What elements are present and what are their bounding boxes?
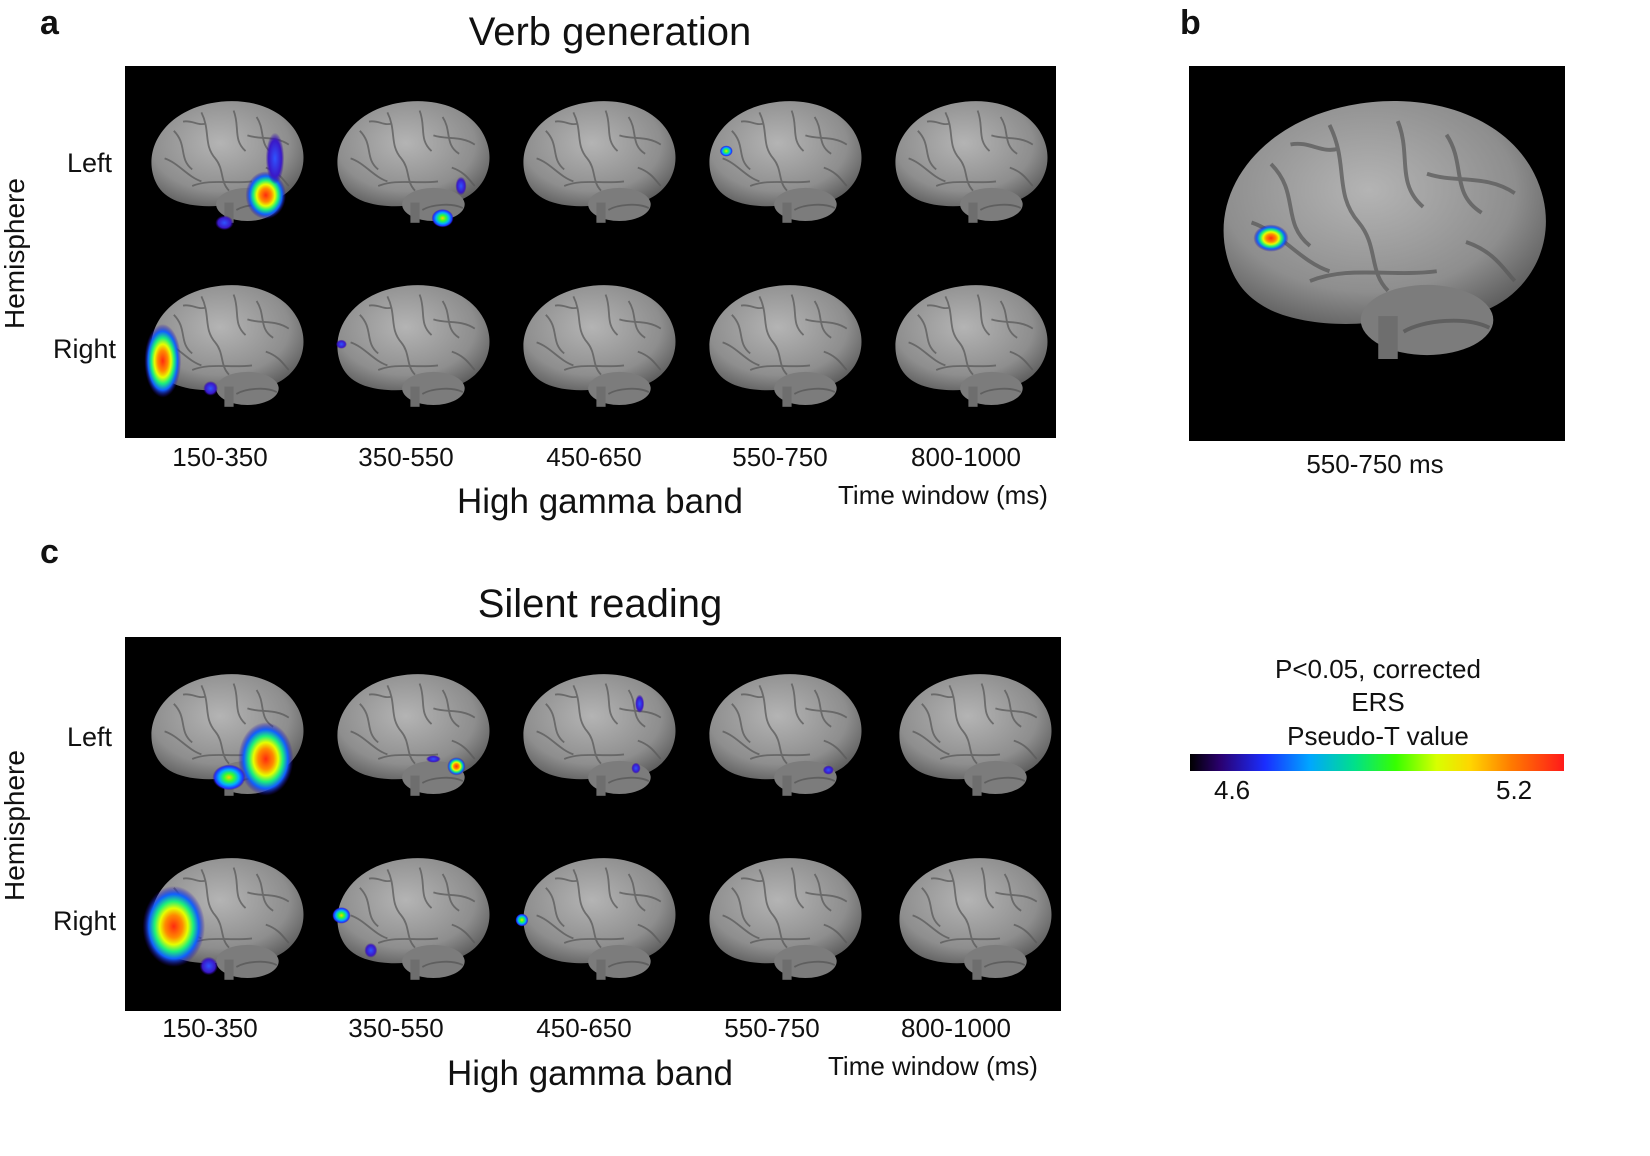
brain-c-left-2	[336, 673, 491, 797]
colorbar-min-label: 4.6	[1214, 775, 1251, 805]
brain-a-right-3	[522, 284, 677, 408]
brain-a-left-3	[522, 100, 677, 224]
colorbar-gradient	[1190, 754, 1564, 771]
panel-b-letter: b	[1180, 4, 1201, 42]
panel-a-tick-2: 350-550	[358, 442, 454, 472]
panel-c-tick-3: 450-650	[536, 1013, 632, 1043]
panel-a-tick-4: 550-750	[732, 442, 828, 472]
brain-c-left-4	[708, 673, 863, 797]
colorbar-max-label: 5.2	[1496, 775, 1533, 805]
panel-c-row-left: Left	[66, 722, 112, 752]
brain-c-left-1	[150, 673, 305, 797]
panel-c-y-axis-label: Hemisphere	[0, 750, 30, 901]
panel-c-letter: c	[40, 533, 59, 571]
brain-b-large	[1221, 99, 1548, 361]
panel-b-brain-box	[1189, 66, 1565, 441]
panel-a-letter: a	[40, 4, 59, 42]
brain-a-right-4	[708, 284, 863, 408]
panel-c-tick-5: 800-1000	[901, 1013, 1011, 1043]
panel-a-x-unit: Time window (ms)	[838, 480, 1048, 510]
panel-a-brain-grid	[125, 66, 1056, 438]
panel-a-title: Verb generation	[468, 10, 752, 54]
brain-c-right-4	[708, 857, 863, 981]
panel-b-caption: 550-750 ms	[1306, 449, 1444, 479]
brain-c-right-2	[332, 857, 491, 981]
panel-c-tick-1: 150-350	[162, 1013, 258, 1043]
panel-a-tick-5: 800-1000	[911, 442, 1021, 472]
panel-b-brain-svg	[1221, 99, 1548, 361]
brain-a-right-1	[144, 284, 305, 408]
panel-a-row-right: Right	[52, 334, 116, 364]
panel-c-title: Silent reading	[477, 582, 723, 626]
brain-c-left-5	[898, 673, 1053, 797]
colorbar-line1: P<0.05, corrected	[1275, 654, 1481, 684]
panel-c-tick-4: 550-750	[724, 1013, 820, 1043]
panel-a-tick-3: 450-650	[546, 442, 642, 472]
brain-c-right-3	[515, 857, 677, 981]
brain-c-left-3	[522, 673, 677, 797]
colorbar-line3: Pseudo-T value	[1287, 720, 1469, 751]
brain-c-right-5	[898, 857, 1053, 981]
brain-a-right-5	[894, 284, 1049, 408]
brain-a-left-4	[708, 100, 863, 224]
panel-c-brain-grid	[125, 637, 1061, 1011]
panel-c-x-title: High gamma band	[447, 1054, 733, 1093]
brain-a-left-5	[894, 100, 1049, 224]
brain-a-left-2	[336, 100, 491, 228]
panel-a-x-title: High gamma band	[457, 482, 743, 521]
panel-c-x-unit: Time window (ms)	[828, 1051, 1038, 1081]
brain-a-left-1	[150, 100, 305, 231]
brain-c-right-1	[142, 857, 305, 981]
panel-c-brain-svg	[142, 673, 1053, 981]
panel-a-row-left: Left	[66, 148, 112, 178]
brain-a-right-2	[335, 284, 491, 408]
panel-c-row-right: Right	[52, 906, 116, 936]
colorbar-caption: P<0.05, corrected ERS Pseudo-T value	[1218, 653, 1538, 753]
panel-a-y-axis-label: Hemisphere	[0, 178, 30, 329]
panel-a-brain-svg	[144, 100, 1049, 408]
panel-a-tick-1: 150-350	[172, 442, 268, 472]
colorbar-line2: ERS	[1351, 687, 1405, 718]
panel-c-tick-2: 350-550	[348, 1013, 444, 1043]
